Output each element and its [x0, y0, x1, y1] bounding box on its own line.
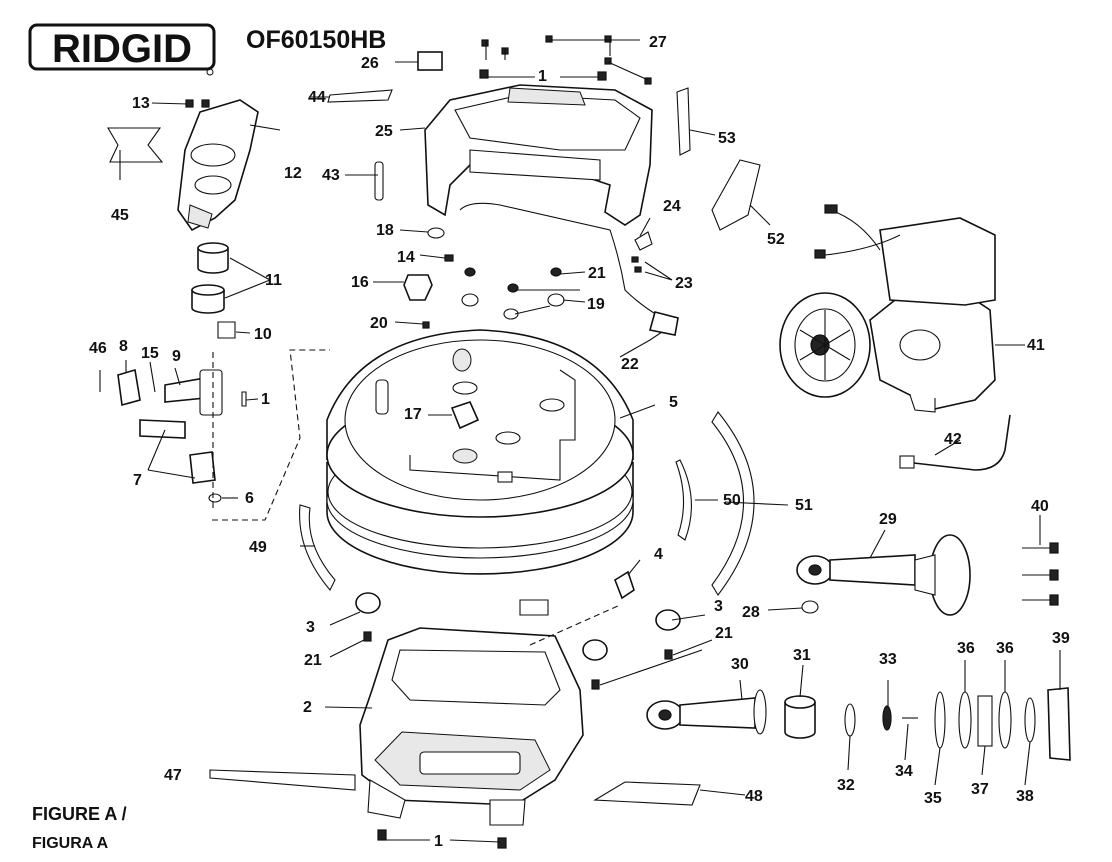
callout-31: 31 [793, 647, 811, 664]
callout-12: 12 [284, 165, 302, 182]
callout-6: 6 [245, 490, 254, 507]
callout-21-right: 21 [715, 625, 733, 642]
callout-25: 25 [375, 123, 393, 140]
callout-13: 13 [132, 95, 150, 112]
callout-27: 27 [649, 34, 667, 51]
transfer-tube [904, 414, 1011, 471]
figure-label: FIGURE A / [32, 804, 127, 824]
label-strip-47 [209, 769, 356, 791]
brand-logo: RIDGID [28, 23, 216, 76]
callout-1-bottom: 1 [434, 833, 443, 850]
callout-4: 4 [654, 546, 663, 563]
callout-51: 51 [795, 497, 813, 514]
callout-49: 49 [249, 539, 267, 556]
callout-47: 47 [164, 767, 182, 784]
gasket-plate [107, 127, 164, 163]
connecting-rod-30 [646, 689, 767, 735]
model-number: OF60150HB [246, 26, 386, 54]
leader-lines [99, 39, 1061, 843]
callout-22: 22 [621, 356, 639, 373]
seals [191, 242, 229, 314]
label-patch-52 [711, 159, 761, 231]
callout-33: 33 [879, 651, 897, 668]
callout-40: 40 [1031, 498, 1049, 515]
callout-34: 34 [895, 763, 913, 780]
callout-10: 10 [254, 326, 272, 343]
label-wrap-50 [675, 459, 692, 541]
callout-37: 37 [971, 781, 989, 798]
callout-3-right: 3 [714, 598, 723, 615]
callout-39: 39 [1052, 630, 1070, 647]
callout-43: 43 [322, 167, 340, 184]
callout-9: 9 [172, 348, 181, 365]
callout-26: 26 [361, 55, 379, 72]
callout-30: 30 [731, 656, 749, 673]
callout-numbers: 1 1 1 2 3 3 4 5 6 7 8 9 10 11 12 13 14 1… [89, 34, 1070, 850]
callout-1-left: 1 [261, 391, 270, 408]
callout-8: 8 [119, 338, 128, 355]
top-cover [424, 84, 653, 226]
label-strip-48 [593, 781, 701, 806]
callout-52: 52 [767, 231, 785, 248]
callout-5: 5 [669, 394, 678, 411]
label-wrap-49 [299, 504, 336, 591]
callout-36-right: 36 [996, 640, 1014, 657]
callout-18: 18 [376, 222, 394, 239]
callout-32: 32 [837, 777, 855, 794]
callout-35: 35 [924, 790, 942, 807]
small-parts [355, 51, 681, 849]
bottom-shroud [359, 627, 584, 826]
callout-46: 46 [89, 340, 107, 357]
callout-1-top: 1 [538, 68, 547, 85]
cylinder-parts [784, 687, 1071, 761]
callout-42: 42 [944, 431, 962, 448]
callout-28: 28 [742, 604, 760, 621]
pump-assembly [779, 204, 996, 413]
air-tank [326, 329, 634, 616]
figure-label-spanish: FIGURA A [32, 835, 109, 852]
callout-7: 7 [133, 472, 142, 489]
label-wrap-51 [711, 411, 755, 596]
manifold-fittings [117, 321, 247, 503]
callout-2: 2 [303, 699, 312, 716]
callout-50: 50 [723, 492, 741, 509]
callout-20: 20 [370, 315, 388, 332]
callout-19: 19 [587, 296, 605, 313]
callout-21-left: 21 [304, 652, 322, 669]
connecting-rod-29 [796, 534, 971, 616]
callout-21-top: 21 [588, 265, 606, 282]
callout-45: 45 [111, 207, 129, 224]
callout-48: 48 [745, 788, 763, 805]
callout-11: 11 [265, 272, 282, 289]
callout-53: 53 [718, 130, 736, 147]
callout-14: 14 [397, 249, 415, 266]
brand-name: RIDGID [52, 27, 192, 71]
callout-36-left: 36 [957, 640, 975, 657]
callout-3-left: 3 [306, 619, 315, 636]
callout-16: 16 [351, 274, 369, 291]
power-plug [648, 311, 679, 336]
callout-23: 23 [675, 275, 693, 292]
label-patch-53 [676, 87, 691, 156]
callout-38: 38 [1016, 788, 1034, 805]
label-strip-44 [327, 89, 393, 103]
callout-17: 17 [404, 406, 422, 423]
tube-nut [899, 455, 915, 469]
power-cord [459, 202, 663, 319]
head-bolts [1022, 542, 1059, 606]
callout-29: 29 [879, 511, 897, 528]
screw-28 [801, 600, 819, 614]
callout-44: 44 [308, 89, 326, 106]
callout-15: 15 [141, 345, 159, 362]
callout-24: 24 [663, 198, 681, 215]
callout-41: 41 [1027, 337, 1045, 354]
handle [177, 99, 259, 232]
